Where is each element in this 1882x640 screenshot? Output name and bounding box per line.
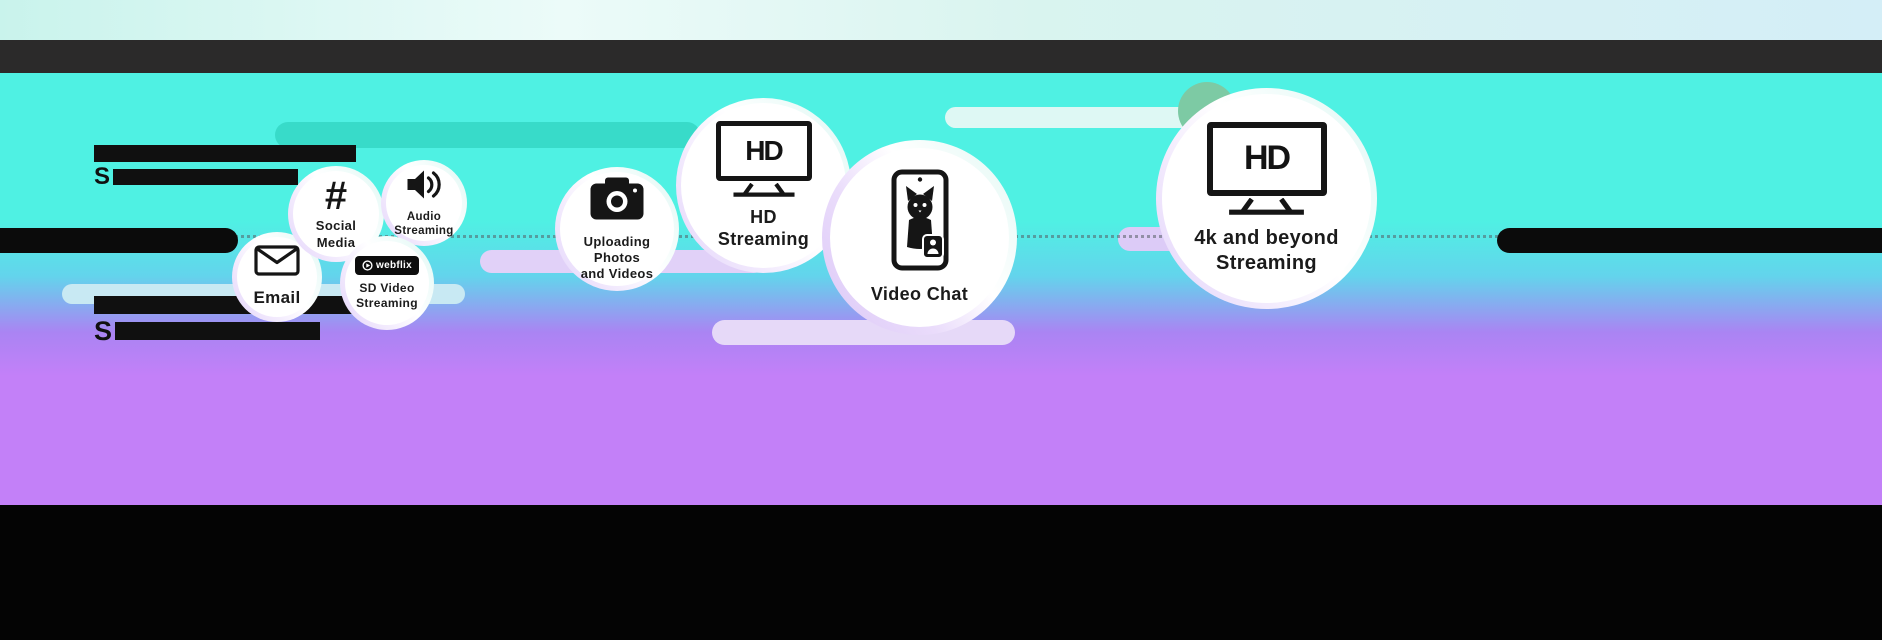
bubble-email: Email xyxy=(232,232,322,322)
camera-icon xyxy=(589,176,645,226)
bubble-label: Email xyxy=(253,288,301,308)
hd-badge: HD xyxy=(745,134,783,166)
bubble-hd-streaming-inner: HD HD Streaming xyxy=(681,103,846,268)
redacted-heading-row: S xyxy=(94,162,299,190)
bubble-email-inner: Email xyxy=(237,237,317,317)
bubble-video-chat: Video Chat xyxy=(822,140,1017,335)
redacted-heading-bar xyxy=(113,168,299,185)
play-icon xyxy=(362,259,373,271)
bubble-label: Audio Streaming xyxy=(394,210,454,237)
decorative-pill-light xyxy=(945,107,1203,128)
hd-badge: HD xyxy=(1243,139,1291,177)
bubble-label: HD Streaming xyxy=(717,206,810,250)
bubble-video-chat-inner: Video Chat xyxy=(830,148,1009,327)
bubble-sd-video-streaming-inner: webflix SD Video Streaming xyxy=(345,241,429,325)
tv-screen: HD xyxy=(715,120,812,181)
bubble-label: 4k and beyond Streaming xyxy=(1194,226,1339,274)
redacted-heading-row: S xyxy=(94,315,321,346)
footer-bar xyxy=(0,505,1882,640)
webflix-logo-text: webflix xyxy=(376,259,412,271)
decorative-pill-teal xyxy=(275,122,700,148)
bubble-audio-streaming: Audio Streaming xyxy=(381,160,467,246)
bubble-label: Video Chat xyxy=(870,284,969,305)
tv-screen: HD xyxy=(1206,121,1327,196)
redacted-heading-bar xyxy=(94,145,356,162)
redacted-left-pill xyxy=(0,228,238,253)
tv-stand xyxy=(1229,197,1304,215)
redacted-heading-bar xyxy=(115,322,321,340)
redacted-right-pill xyxy=(1497,228,1882,253)
bubble-4k-streaming: HD 4k and beyond Streaming xyxy=(1156,88,1377,309)
bubble-sd-video-streaming: webflix SD Video Streaming xyxy=(340,236,434,330)
speaker-icon xyxy=(405,168,443,206)
email-envelope-icon xyxy=(254,245,300,281)
bubble-uploading-photos-inner: Uploading Photos and Videos xyxy=(560,172,674,286)
bubble-hd-streaming: HD HD Streaming xyxy=(676,98,851,273)
bubble-uploading-photos: Uploading Photos and Videos xyxy=(555,167,679,291)
hd-tv-icon: HD xyxy=(1206,121,1327,215)
header-bar xyxy=(0,40,1882,73)
bubble-label: SD Video Streaming xyxy=(356,280,418,310)
webflix-logo: webflix xyxy=(355,255,419,275)
bubble-label: Social Media xyxy=(315,218,357,250)
bubble-4k-streaming-inner: HD 4k and beyond Streaming xyxy=(1162,94,1371,303)
redacted-heading-letter: S xyxy=(94,162,111,190)
bubble-audio-streaming-inner: Audio Streaming xyxy=(386,165,462,241)
hashtag-icon: # xyxy=(324,174,348,219)
redacted-heading-bar xyxy=(94,296,360,314)
phone-video-chat-icon xyxy=(891,169,949,276)
tv-stand xyxy=(732,182,795,197)
decorative-pill-lavender-bottom xyxy=(712,320,1015,345)
hd-tv-icon: HD xyxy=(715,120,812,197)
bubble-label: Uploading Photos and Videos xyxy=(580,233,654,282)
top-strip xyxy=(0,0,1882,40)
redacted-heading-letter: S xyxy=(94,315,113,346)
